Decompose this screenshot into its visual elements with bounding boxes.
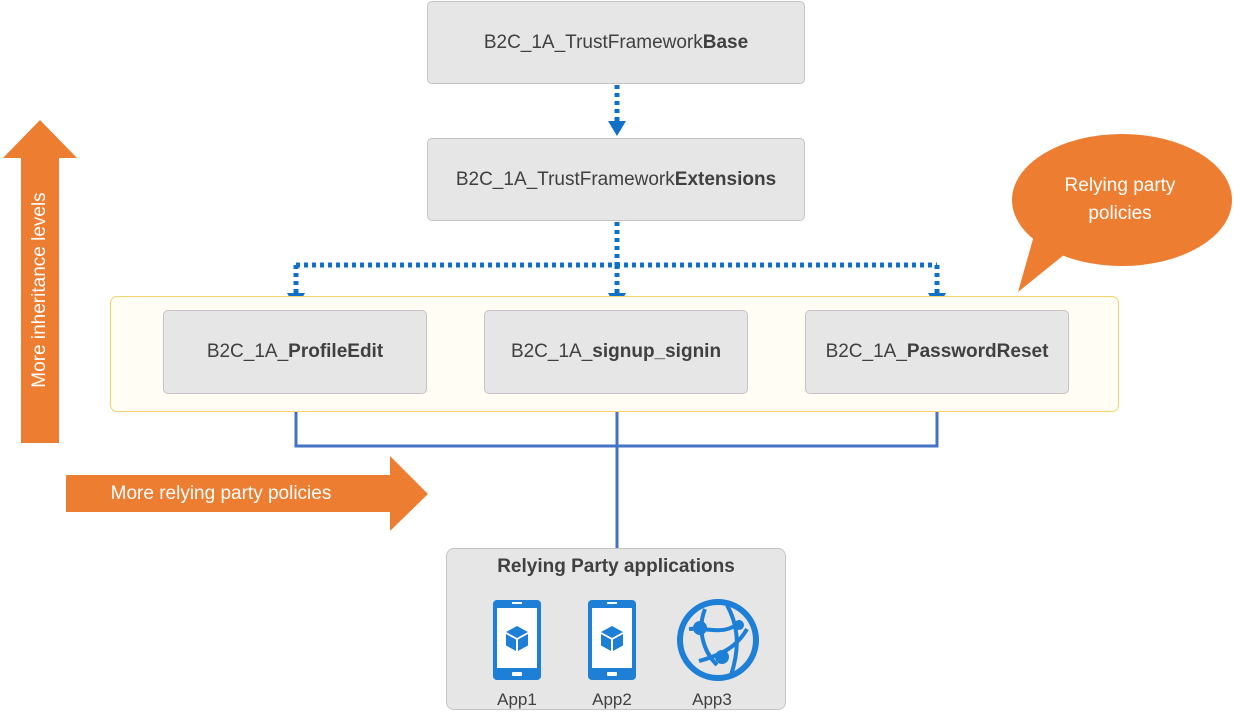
app-label-app1: App1 <box>497 690 537 709</box>
policy-node-extensions-prefix: B2C_1A_TrustFramework <box>455 168 675 190</box>
policy-node-signup-signin-prefix: B2C_1A_ <box>510 341 593 362</box>
more-inheritance-label: More inheritance levels <box>29 192 50 388</box>
callout-line-2: policies <box>1088 203 1152 224</box>
policy-node-profile-edit-prefix: B2C_1A_ <box>206 341 289 362</box>
relying-party-callout-text: Relying party policies <box>1020 172 1220 228</box>
policy-node-extensions-bold: Extensions <box>674 168 777 190</box>
policy-node-base-prefix: B2C_1A_TrustFramework <box>483 31 703 53</box>
app-usage-connectors <box>294 402 939 548</box>
app-label-app2: App2 <box>592 690 632 709</box>
policy-node-signup-signin-bold: signup_signin <box>592 341 722 362</box>
policy-node-profile-edit[interactable]: B2C_1A_ProfileEdit <box>163 310 427 394</box>
app-item-app1[interactable]: App1 <box>482 599 552 710</box>
policy-node-signup-signin[interactable]: B2C_1A_signup_signin <box>484 310 748 394</box>
callout-line-1: Relying party <box>1064 175 1176 196</box>
policy-node-password-reset-bold: PasswordReset <box>906 341 1049 362</box>
app-item-app2[interactable]: App2 <box>577 599 647 710</box>
policy-node-password-reset-prefix: B2C_1A_ <box>825 341 907 362</box>
more-relying-party-label: More relying party policies <box>110 483 332 504</box>
apps-panel-title: Relying Party applications <box>497 556 735 577</box>
mobile-app-icon <box>493 600 541 680</box>
inheritance-connectors <box>293 85 940 296</box>
web-app-globe-icon <box>677 599 759 681</box>
policy-node-password-reset[interactable]: B2C_1A_PasswordReset <box>805 310 1069 394</box>
policy-node-profile-edit-bold: ProfileEdit <box>288 341 384 362</box>
more-inheritance-arrow <box>3 120 77 443</box>
app-label-app3: App3 <box>692 690 732 709</box>
mobile-app-icon <box>588 600 636 680</box>
app-item-app3[interactable]: App3 <box>677 599 759 710</box>
policy-node-base-bold: Base <box>702 31 749 53</box>
relying-party-applications-panel: Relying Party applications App1 App2 <box>446 548 786 710</box>
more-relying-party-arrow <box>66 456 428 531</box>
relying-party-callout-bubble <box>1012 134 1232 292</box>
